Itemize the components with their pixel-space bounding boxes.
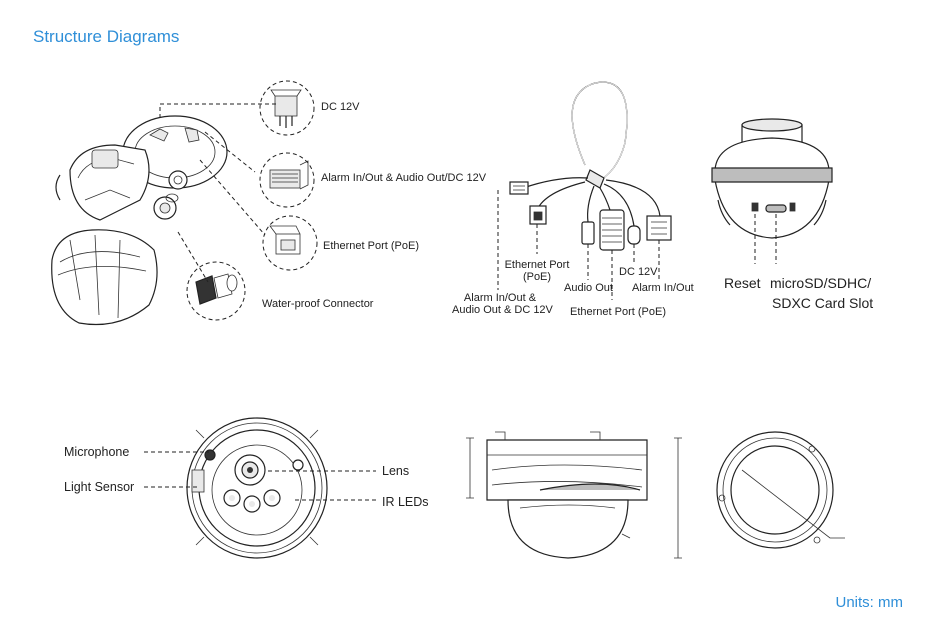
label-cable-alarm-inout: Alarm In/Out — [632, 282, 694, 294]
exploded-view-illustration — [51, 80, 318, 326]
label-waterproof-connector: Water-proof Connector — [262, 298, 374, 310]
label-cable-dc-12v: DC 12V — [619, 266, 658, 278]
label-microphone: Microphone — [64, 445, 130, 459]
label-cable-ethernet-poe: Ethernet Port (PoE) — [570, 306, 666, 318]
label-cable-audio-out: Audio Out — [564, 282, 613, 294]
front-view-illustration — [144, 417, 376, 559]
label-dc-12v: DC 12V — [321, 101, 360, 113]
label-cable-alarm-audio-dc: Alarm In/Out & Audio Out & DC 12V — [452, 292, 553, 316]
label-alarm-audio-dc: Alarm In/Out & Audio Out/DC 12V — [321, 172, 487, 184]
label-cable-ethernet: Ethernet Port (PoE) — [504, 259, 570, 283]
slot-view-illustration — [711, 118, 833, 264]
label-reset: Reset — [724, 275, 761, 291]
top-view-illustration — [716, 431, 845, 549]
side-view-illustration — [466, 431, 682, 559]
label-card-slot-line1: microSD/SDHC/ — [770, 275, 872, 291]
label-lens: Lens — [382, 464, 410, 478]
label-ir-leds: IR LEDs — [382, 495, 429, 509]
label-light-sensor: Light Sensor — [64, 480, 135, 494]
units-label: Units: mm — [835, 594, 904, 611]
label-card-slot-line2: SDXC Card Slot — [772, 295, 874, 311]
label-ethernet-port-poe: Ethernet Port (PoE) — [323, 240, 419, 252]
page-title: Structure Diagrams — [33, 27, 180, 46]
cable-view-illustration — [497, 81, 672, 300]
